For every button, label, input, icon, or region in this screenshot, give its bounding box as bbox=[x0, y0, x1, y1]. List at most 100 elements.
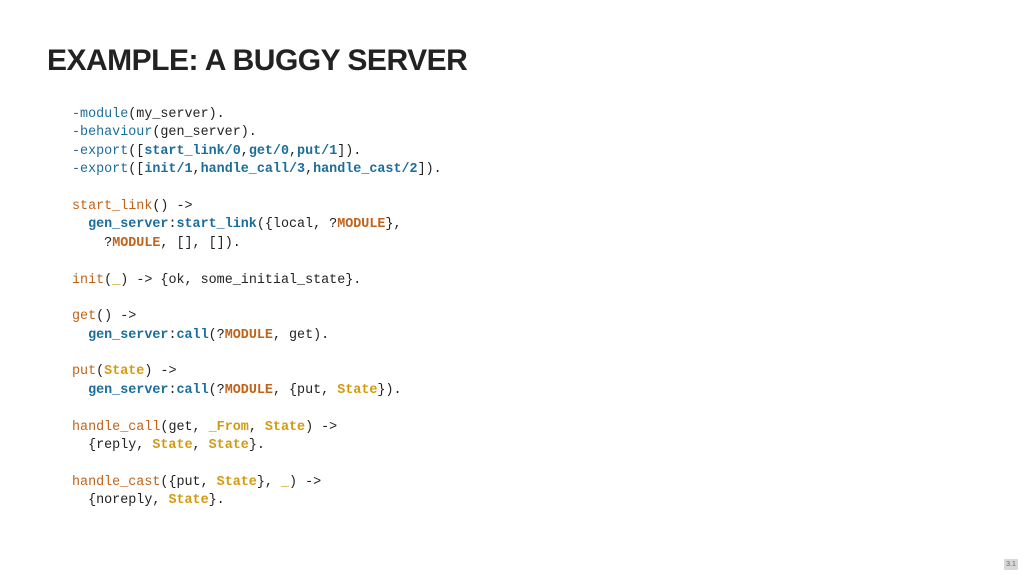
code-token: call bbox=[176, 382, 209, 398]
code-token: State bbox=[208, 438, 249, 454]
code-token: State bbox=[168, 493, 209, 509]
code-line bbox=[72, 253, 442, 271]
code-token: -export bbox=[72, 143, 129, 159]
code-token: ) -> bbox=[289, 474, 322, 490]
code-token: call bbox=[176, 327, 209, 343]
code-line: put(State) -> bbox=[72, 363, 442, 381]
code-token: State bbox=[104, 364, 145, 380]
code-token: ]). bbox=[337, 143, 362, 159]
code-line: get() -> bbox=[72, 308, 442, 326]
slide-number-badge[interactable]: 3.1 bbox=[1004, 559, 1018, 570]
code-token: () -> bbox=[152, 198, 193, 214]
code-line bbox=[72, 400, 442, 418]
code-line: -export([init/1,handle_call/3,handle_cas… bbox=[72, 161, 442, 179]
code-token: , bbox=[192, 438, 209, 454]
code-token: }. bbox=[208, 493, 225, 509]
code-token bbox=[72, 383, 88, 398]
code-token: State bbox=[152, 438, 193, 454]
code-token: ({put, bbox=[160, 474, 217, 490]
code-token: ? bbox=[72, 235, 113, 251]
code-line: -module(my_server). bbox=[72, 106, 442, 124]
code-token: handle_call bbox=[72, 419, 161, 435]
code-token: {reply, bbox=[72, 438, 153, 454]
code-line: {noreply, State}. bbox=[72, 492, 442, 510]
code-token: (gen_server). bbox=[152, 125, 257, 141]
code-token: -export bbox=[72, 162, 129, 178]
code-line bbox=[72, 290, 442, 308]
code-token: {noreply, bbox=[72, 493, 169, 509]
code-token: : bbox=[168, 217, 177, 233]
code-token: handle_cast/2 bbox=[313, 162, 418, 178]
code-token: , bbox=[248, 419, 265, 435]
code-token: , bbox=[192, 162, 201, 178]
code-token: init/1 bbox=[144, 162, 193, 178]
slide-title: EXAMPLE: A BUGGY SERVER bbox=[47, 44, 468, 77]
code-line: ?MODULE, [], []). bbox=[72, 235, 442, 253]
code-token: init bbox=[72, 272, 105, 288]
code-token: ( bbox=[104, 272, 113, 288]
code-token: ([ bbox=[128, 162, 145, 178]
code-token: State bbox=[264, 419, 306, 435]
code-token: start_link/0 bbox=[144, 143, 241, 159]
code-token: }. bbox=[248, 438, 265, 454]
code-block: -module(my_server).-behaviour(gen_server… bbox=[72, 106, 442, 511]
code-token: ([ bbox=[128, 143, 145, 159]
code-token: get bbox=[72, 309, 97, 325]
code-line: -behaviour(gen_server). bbox=[72, 124, 442, 142]
code-line bbox=[72, 345, 442, 363]
code-token: handle_call/3 bbox=[200, 162, 306, 178]
code-line bbox=[72, 455, 442, 473]
code-token: MODULE bbox=[337, 217, 386, 233]
code-token: MODULE bbox=[224, 327, 273, 343]
code-token: gen_server bbox=[88, 217, 169, 233]
code-token: }). bbox=[377, 382, 402, 398]
code-token: MODULE bbox=[224, 382, 273, 398]
code-token: State bbox=[216, 474, 257, 490]
code-token: handle_cast bbox=[72, 474, 161, 490]
code-token: put bbox=[72, 364, 97, 380]
code-token: (? bbox=[208, 327, 225, 343]
code-token: }, bbox=[385, 217, 402, 233]
code-line: init(_) -> {ok, some_initial_state}. bbox=[72, 272, 442, 290]
code-token: start_link bbox=[176, 217, 257, 233]
code-token: (? bbox=[208, 382, 225, 398]
code-token: gen_server bbox=[88, 327, 169, 343]
code-line: gen_server:call(?MODULE, get). bbox=[72, 327, 442, 345]
code-token: (get, bbox=[160, 419, 209, 435]
code-token: ) -> {ok, some_initial_state}. bbox=[120, 272, 362, 288]
code-line bbox=[72, 180, 442, 198]
code-line: gen_server:start_link({local, ?MODULE}, bbox=[72, 216, 442, 234]
code-token: put/1 bbox=[297, 143, 338, 159]
code-token: ]). bbox=[417, 162, 442, 178]
code-line: {reply, State, State}. bbox=[72, 437, 442, 455]
code-line: handle_call(get, _From, State) -> bbox=[72, 419, 442, 437]
code-token: _From bbox=[208, 419, 249, 435]
code-token: (my_server). bbox=[128, 107, 225, 122]
code-token: ( bbox=[96, 364, 105, 380]
code-token: -module bbox=[72, 107, 129, 122]
code-token: , bbox=[240, 143, 249, 159]
code-token: gen_server bbox=[88, 382, 169, 398]
code-line: handle_cast({put, State}, _) -> bbox=[72, 474, 442, 492]
code-token: , bbox=[289, 143, 298, 159]
code-token: }, bbox=[256, 474, 281, 490]
code-token bbox=[72, 328, 88, 343]
code-token: get/0 bbox=[248, 143, 289, 159]
code-token: () -> bbox=[96, 309, 137, 325]
code-line: -export([start_link/0,get/0,put/1]). bbox=[72, 143, 442, 161]
code-token: , [], []). bbox=[160, 235, 241, 251]
code-token: _ bbox=[280, 474, 289, 490]
code-token: : bbox=[168, 327, 177, 343]
code-token: start_link bbox=[72, 198, 153, 214]
code-token: : bbox=[168, 382, 177, 398]
code-token: ) -> bbox=[305, 419, 338, 435]
code-token: _ bbox=[112, 272, 121, 288]
code-line: start_link() -> bbox=[72, 198, 442, 216]
code-token: , bbox=[305, 162, 314, 178]
code-token: ({local, ? bbox=[256, 217, 338, 233]
code-token: , {put, bbox=[272, 382, 338, 398]
code-line: gen_server:call(?MODULE, {put, State}). bbox=[72, 382, 442, 400]
code-token bbox=[72, 217, 88, 232]
code-token: MODULE bbox=[112, 235, 161, 251]
